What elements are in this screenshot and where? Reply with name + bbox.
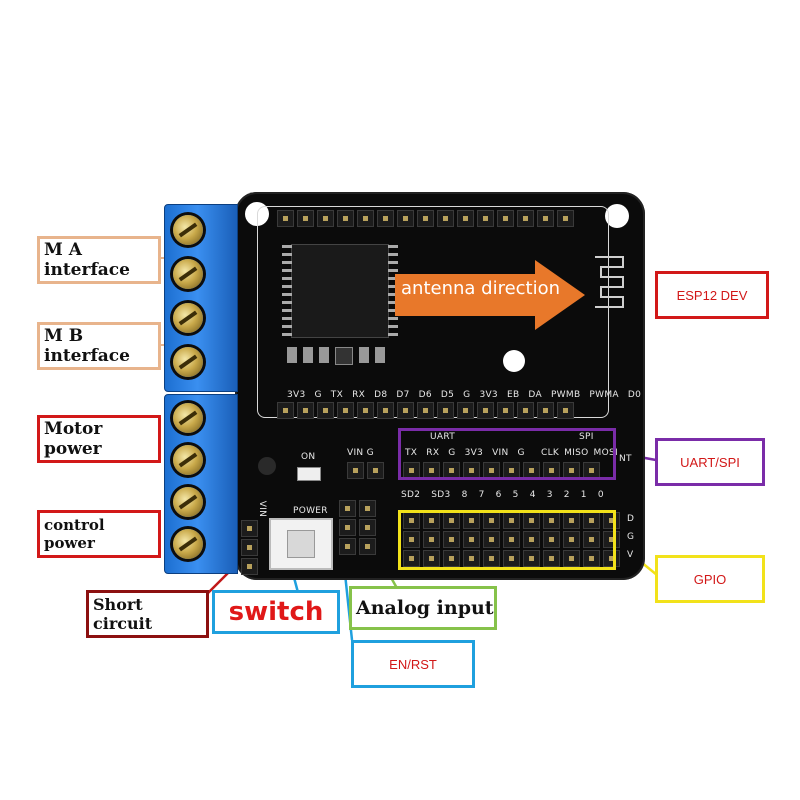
motor-power-label: Motor power — [37, 415, 161, 463]
ma-interface-label: M A interface — [37, 236, 161, 284]
mount-hole-center — [503, 350, 525, 372]
analog-input-label: Analog input — [349, 586, 497, 630]
screw-terminal-motor-power-1[interactable] — [173, 403, 203, 433]
power-label: POWER — [293, 506, 328, 516]
screw-terminal-motor-power-2[interactable] — [173, 445, 203, 475]
antenna-direction-label: antenna direction — [401, 278, 561, 299]
top-header — [277, 210, 574, 227]
short-circuit-label: Short circuit — [86, 590, 209, 638]
power-led — [297, 467, 321, 481]
screw-terminal-control-power-2[interactable] — [173, 529, 203, 559]
control-power-label: control power — [37, 510, 161, 558]
dgv-labels: D G V — [627, 514, 635, 560]
on-label: ON — [301, 452, 316, 462]
en-rst-analog-header — [339, 500, 376, 555]
spi-pin-labels: CLK MISO MOSI — [541, 448, 618, 458]
gpio-highlight — [398, 510, 616, 570]
terminal-block-power — [164, 394, 238, 574]
pcb-board: antenna direction 3V3 G TX RX D8 D7 D6 D… — [235, 192, 645, 580]
gpio-pin-labels: SD2 SD3 8 7 6 5 4 3 2 1 0 — [401, 490, 604, 500]
mount-hole-left — [258, 457, 276, 475]
power-switch[interactable] — [269, 518, 333, 570]
uart-spi-label: UART/SPI — [655, 438, 765, 486]
screw-terminal-a1[interactable] — [173, 215, 203, 245]
module-bottom-header — [277, 402, 574, 419]
en-rst-label: EN/RST — [351, 640, 475, 688]
esp12-dev-label: ESP12 DEV — [655, 271, 769, 319]
vin-g-header — [347, 462, 384, 479]
antenna-trace — [595, 256, 624, 308]
driver-chip — [282, 244, 398, 338]
smd-components — [287, 347, 385, 365]
vin-label: VIN — [257, 500, 268, 518]
screw-terminal-b1[interactable] — [173, 303, 203, 333]
screw-terminal-control-power-1[interactable] — [173, 487, 203, 517]
vin-g-label: VIN G — [347, 448, 374, 458]
spi-title: SPI — [579, 432, 594, 442]
uart-title: UART — [430, 432, 456, 442]
short-circuit-header — [241, 520, 258, 575]
int-label: NT — [619, 454, 632, 464]
mount-hole-top-right — [605, 204, 629, 228]
uart-spi-highlight — [398, 428, 616, 480]
screw-terminal-b2[interactable] — [173, 347, 203, 377]
uart-pin-labels: TX RX G 3V3 VIN G — [405, 448, 525, 458]
mb-interface-label: M B interface — [37, 322, 161, 370]
screw-terminal-a2[interactable] — [173, 259, 203, 289]
switch-label: switch — [212, 590, 340, 634]
antenna-arrow-icon — [395, 260, 585, 330]
bottom-header-labels: 3V3 G TX RX D8 D7 D6 D5 G 3V3 EB DA PWMB… — [287, 390, 642, 400]
terminal-block-motor — [164, 204, 238, 392]
gpio-label: GPIO — [655, 555, 765, 603]
